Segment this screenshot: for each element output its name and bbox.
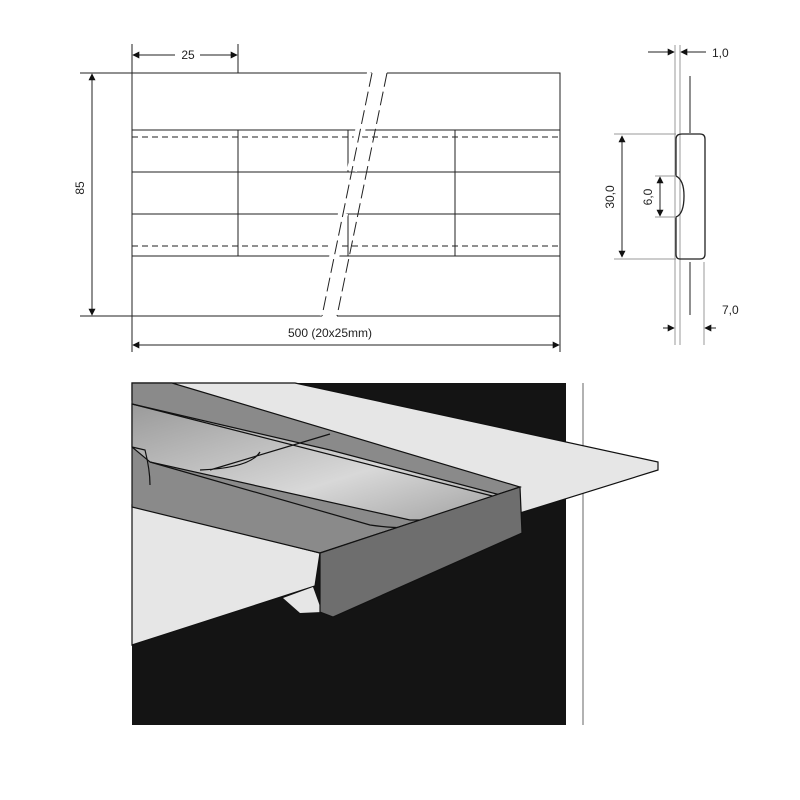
profile-section: [675, 133, 706, 260]
profile-face: [319, 486, 523, 618]
plan-view: [80, 44, 561, 352]
plan-outline: [131, 72, 561, 317]
profile-height-label: 30,0: [603, 185, 617, 209]
isometric-illustration: [131, 382, 659, 725]
profile-view: [614, 45, 716, 345]
height-label: 85: [73, 181, 87, 195]
flange-under: [283, 587, 322, 613]
length-label: 500 (20x25mm): [288, 326, 372, 340]
thickness-label: 1,0: [712, 46, 729, 60]
depth-label: 7,0: [722, 303, 739, 317]
segment-width-label: 25: [181, 48, 195, 62]
groove-label: 6,0: [641, 188, 655, 205]
